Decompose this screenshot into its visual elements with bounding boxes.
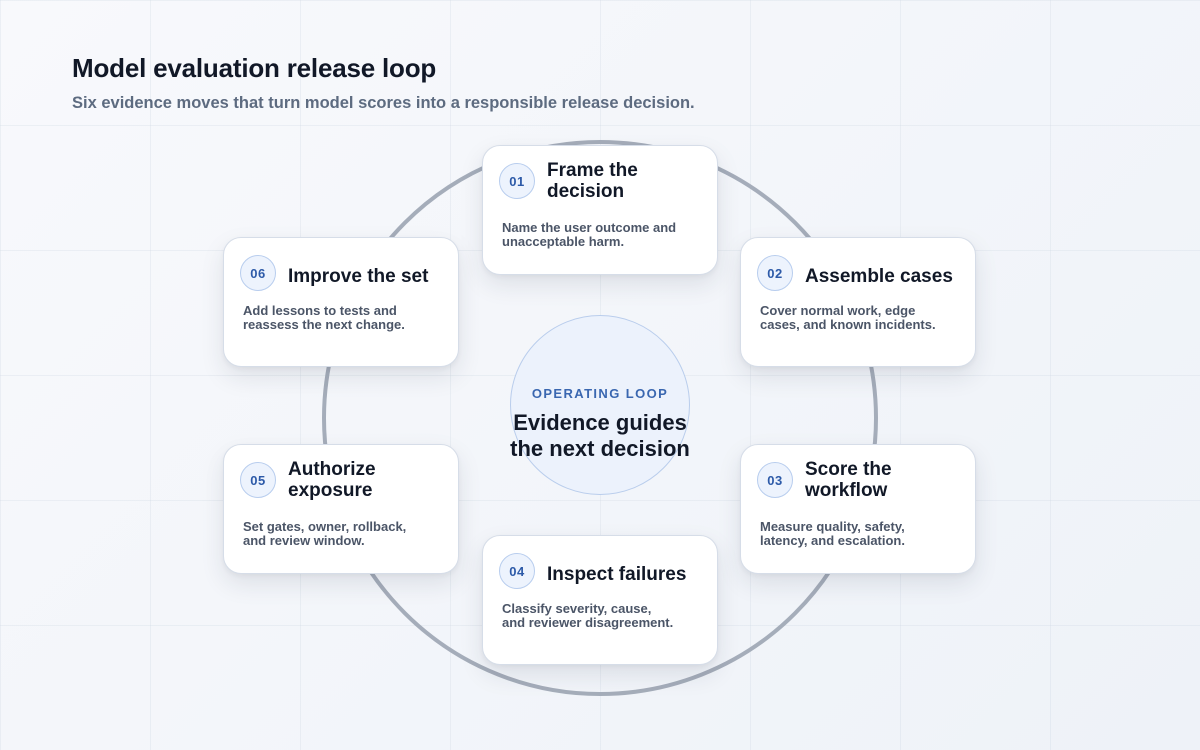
step-title-line-1: Assemble cases [805,266,953,287]
step-title-line-2: exposure [288,480,373,501]
step-card-inspect-failures: 04 Inspect failures Classify severity, c… [482,535,718,665]
page-title: Model evaluation release loop [72,53,437,83]
step-description: Add lessons to tests and reassess the ne… [243,304,444,332]
step-title-line-1: Inspect failures [547,564,687,585]
step-title: Improve the set [288,266,448,287]
step-description-line-2: reassess the next change. [243,317,405,332]
center-title-line-2: the next decision [510,436,690,461]
step-card-assemble-cases: 02 Assemble cases Cover normal work, edg… [740,237,976,367]
step-description-line-1: Name the user outcome and [502,220,677,235]
step-badge: 02 [757,255,793,291]
step-description: Measure quality, safety, latency, and es… [760,520,961,548]
step-title: Assemble cases [805,266,965,287]
page-subtitle: Six evidence moves that turn model score… [72,94,695,112]
step-description: Classify severity, cause, and reviewer d… [502,602,703,630]
step-title: Inspect failures [547,564,707,585]
step-badge: 05 [240,462,276,498]
step-badge: 06 [240,255,276,291]
step-description-line-1: Add lessons to tests and [243,303,397,318]
step-description-line-1: Cover normal work, edge [760,303,916,318]
step-card-score-workflow: 03 Score the workflow Measure quality, s… [740,444,976,574]
step-card-frame-decision: 01 Frame the decision Name the user outc… [482,145,718,275]
step-title-line-1: Authorize [288,459,376,480]
step-badge: 03 [757,462,793,498]
step-description-line-1: Set gates, owner, rollback, [243,519,407,534]
step-description-line-2: latency, and escalation. [760,533,905,548]
step-title-line-2: decision [547,181,625,202]
step-description: Set gates, owner, rollback, and review w… [243,520,444,548]
center-eyebrow: OPERATING LOOP [531,386,669,401]
center-hub: OPERATING LOOP Evidence guides the next … [510,315,690,495]
step-badge: 01 [499,163,535,199]
step-title-line-1: Frame the [547,160,638,181]
step-description-line-2: and review window. [243,533,365,548]
step-badge: 04 [499,553,535,589]
step-card-improve-set: 06 Improve the set Add lessons to tests … [223,237,459,367]
center-title-line-1: Evidence guides [513,410,687,435]
step-description-line-1: Measure quality, safety, [760,519,905,534]
step-title: Frame the decision [547,160,707,202]
step-description: Name the user outcome and unacceptable h… [502,221,703,249]
center-title: Evidence guides the next decision [491,410,709,462]
step-title-line-1: Improve the set [288,266,429,287]
step-card-authorize-exposure: 05 Authorize exposure Set gates, owner, … [223,444,459,574]
step-title: Score the workflow [805,459,965,501]
loop-ring-circle [322,140,878,696]
step-description: Cover normal work, edge cases, and known… [760,304,961,332]
step-description-line-2: unacceptable harm. [502,234,625,249]
step-description-line-2: and reviewer disagreement. [502,615,674,630]
step-description-line-2: cases, and known incidents. [760,317,936,332]
step-title-line-1: Score the [805,459,892,480]
step-title-line-2: workflow [805,480,888,501]
step-title: Authorize exposure [288,459,448,501]
step-description-line-1: Classify severity, cause, [502,601,652,616]
